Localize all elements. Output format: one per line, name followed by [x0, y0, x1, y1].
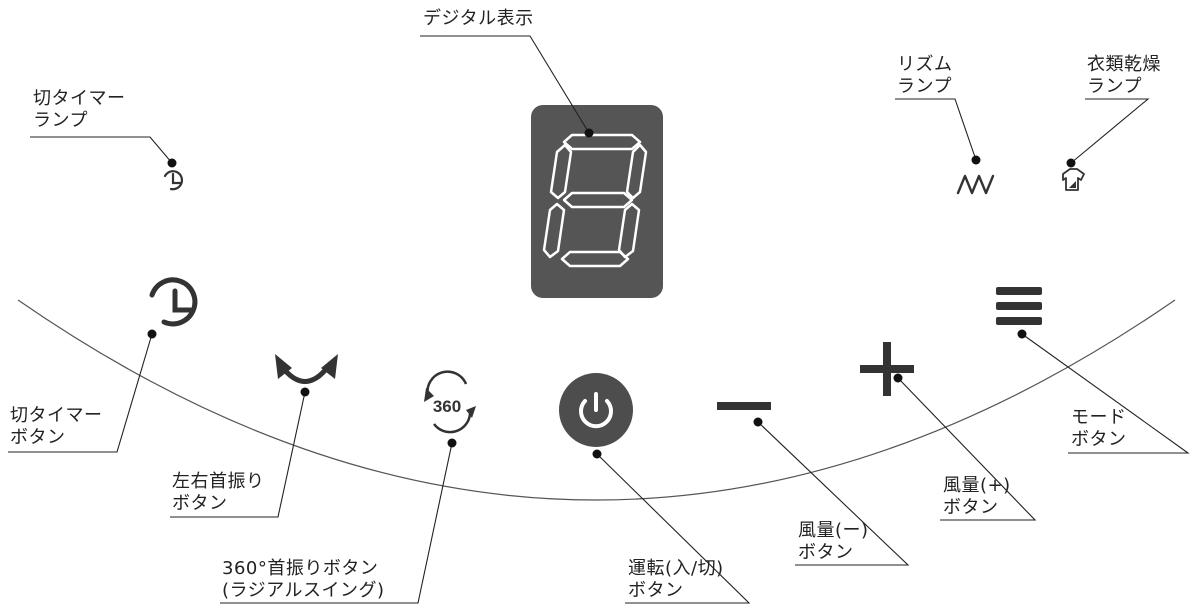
swing360-button-icon: 360	[424, 370, 476, 434]
timer-lamp-label: 切タイマー ランプ	[33, 88, 126, 131]
digital-display	[531, 105, 663, 298]
leader-lines	[8, 35, 1190, 604]
swing360-button-label: 360°首振りボタン (ラジアルスイング)	[222, 558, 385, 601]
rhythm-lamp-label: リズム ランプ	[897, 54, 953, 97]
laundry-lamp-icon	[1062, 168, 1085, 191]
digital-display-label: デジタル表示	[423, 8, 534, 29]
fan-plus-button-label: 風量(+) ボタン	[943, 475, 1011, 518]
timer-button-label: 切タイマー ボタン	[10, 405, 103, 448]
mode-button-label: モード ボタン	[1071, 407, 1127, 450]
mode-button-icon	[996, 287, 1042, 325]
fan-minus-button-icon	[717, 402, 771, 410]
timer-lamp-icon	[163, 170, 183, 191]
power-button-label: 運転(入/切) ボタン	[628, 558, 724, 601]
fan-minus-button-label: 風量(ー) ボタン	[798, 520, 869, 563]
rhythm-lamp-icon	[956, 174, 995, 195]
anchor-dots	[147, 128, 1076, 459]
timer-button-icon	[149, 277, 198, 327]
panel-edge-arc	[17, 299, 1176, 501]
lr-swing-button-icon	[275, 354, 338, 384]
fan-plus-button-icon	[860, 342, 914, 396]
power-button-icon	[559, 373, 633, 447]
laundry-lamp-label: 衣類乾燥 ランプ	[1087, 54, 1161, 97]
lr-swing-button-label: 左右首振り ボタン	[172, 471, 265, 514]
swing360-icon-text: 360	[433, 397, 461, 416]
